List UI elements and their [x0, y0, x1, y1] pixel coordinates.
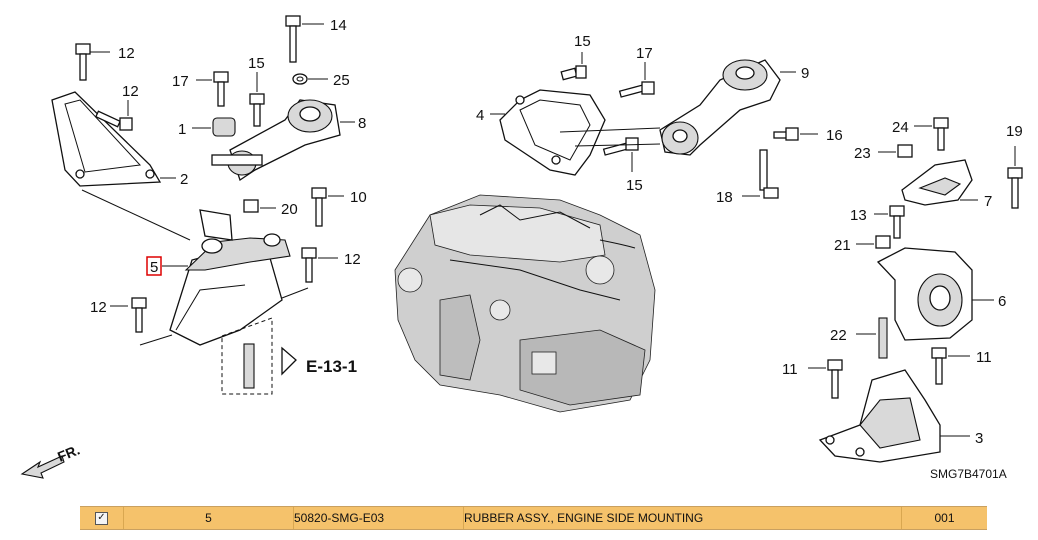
front-arrow-icon [20, 455, 65, 479]
bracket-2 [51, 91, 176, 187]
callout-18: 18 [716, 189, 733, 206]
callout-15-left: 15 [248, 55, 265, 72]
callout-12-mount: 12 [344, 251, 361, 268]
callout-2: 2 [180, 171, 188, 188]
bolt-24 [914, 117, 949, 151]
stud-22 [856, 317, 888, 359]
select-checkbox[interactable]: ✓ [95, 511, 108, 525]
torque-rod-8 [211, 99, 355, 182]
callout-24: 24 [892, 119, 909, 136]
quantity-cell: 001 [934, 511, 955, 525]
washer-25 [292, 73, 328, 85]
bracket-4 [490, 89, 606, 176]
drawing-code: SMG7B4701A [930, 467, 1007, 481]
torque-rod-9 [559, 59, 796, 156]
callout-8: 8 [358, 115, 366, 132]
callout-13: 13 [850, 207, 867, 224]
description-cell: RUBBER ASSY., ENGINE SIDE MOUNTING [464, 507, 902, 529]
callout-6: 6 [998, 293, 1006, 310]
engine-assembly [394, 194, 656, 413]
bolt-16 [773, 127, 818, 141]
front-label: FR. [55, 441, 82, 464]
part-number-cell: 50820-SMG-E03 [294, 507, 464, 529]
callout-12-bracket: 12 [122, 83, 139, 100]
reference-label: E-13-1 [306, 357, 357, 376]
bolt-15-left [249, 72, 265, 127]
callout-10: 10 [350, 189, 367, 206]
callout-15-top: 15 [574, 33, 591, 50]
callout-9: 9 [801, 65, 809, 82]
callout-4: 4 [476, 107, 484, 124]
check-mark-icon: ✓ [97, 512, 106, 523]
bracket-7 [901, 159, 978, 206]
bolt-12-top [75, 43, 110, 81]
callout-17-top: 17 [636, 45, 653, 62]
select-cell[interactable]: ✓ [80, 507, 124, 529]
bolt-19 [1007, 146, 1023, 209]
callout-20: 20 [281, 201, 298, 218]
nut-20 [243, 199, 276, 213]
callout-5: 5 [150, 259, 158, 276]
reference-stud-box [221, 317, 297, 395]
callout-16: 16 [826, 127, 843, 144]
bolt-10 [311, 187, 344, 227]
callout-23: 23 [854, 145, 871, 162]
bolt-18 [742, 149, 779, 199]
bolt-12-mount-right [301, 247, 338, 283]
highlight-box-5 [146, 256, 162, 276]
bushing-1 [192, 117, 236, 137]
bolt-11-left [808, 359, 843, 399]
callout-21: 21 [834, 237, 851, 254]
bolt-13 [874, 205, 905, 239]
nut-23 [878, 144, 913, 158]
callout-25: 25 [333, 72, 350, 89]
ref-number-cell: 5 [124, 507, 294, 529]
callout-14: 14 [330, 17, 347, 34]
nut-21 [856, 235, 891, 249]
callout-19: 19 [1006, 123, 1023, 140]
callout-17-left: 17 [172, 73, 189, 90]
bolt-15-top-center [560, 52, 587, 81]
bracket-3 [818, 369, 970, 463]
callout-12-top: 12 [118, 45, 135, 62]
engine-side-mount-5 [162, 209, 291, 346]
callout-1: 1 [178, 121, 186, 138]
callout-3: 3 [975, 430, 983, 447]
bolt-17-left [196, 71, 229, 107]
bolt-12-bracket [94, 100, 133, 131]
parts-list-row[interactable]: ✓ 5 50820-SMG-E03 RUBBER ASSY., ENGINE S… [80, 506, 987, 530]
callout-7: 7 [984, 193, 992, 210]
bolt-17-top-center [618, 62, 655, 98]
callout-11-right: 11 [976, 349, 992, 366]
callout-22: 22 [830, 327, 847, 344]
bolt-15-mid-center [602, 137, 639, 172]
bolt-12-lower [110, 297, 147, 333]
callout-11-left: 11 [782, 361, 798, 378]
callout-12-lower: 12 [90, 299, 107, 316]
parts-diagram: 12 2 12 17 15 1 14 [20, 15, 1023, 481]
bolt-11-right [931, 347, 970, 385]
bolt-14 [285, 15, 324, 63]
transmission-mount-6 [876, 247, 994, 341]
callout-15-mid: 15 [626, 177, 643, 194]
